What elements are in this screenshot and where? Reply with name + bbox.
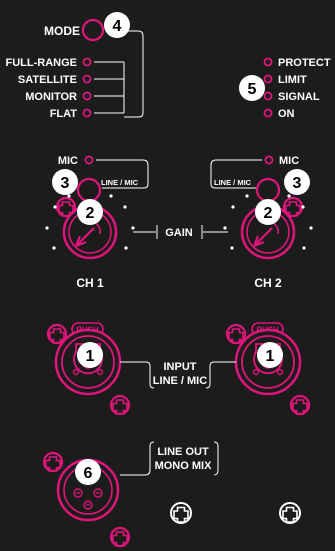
ch1-gain-scale-dots: [45, 194, 135, 250]
mode-option-full-range: FULL-RANGE: [6, 57, 78, 69]
mode-led-full-range: [82, 57, 92, 67]
ch1-switch-bracket: [96, 159, 149, 189]
input-label-line2: LINE / MIC: [153, 375, 207, 387]
callout-ch1-input: [77, 342, 103, 368]
callout-ch1-gain-number: 2: [86, 205, 95, 222]
ch2-switch-bracket: [210, 159, 262, 189]
gain-bracket-lines: [133, 225, 228, 239]
ch2-mic-label: MIC: [279, 155, 299, 167]
ch2-label: CH 2: [254, 276, 282, 290]
gain-label: GAIN: [165, 227, 193, 239]
callout-line-out: [75, 459, 101, 485]
mode-led-monitor: [82, 91, 92, 101]
status-leds: PROTECT LIMIT SIGNAL ON: [263, 57, 331, 120]
line-out-screw-top-icon: [42, 451, 64, 473]
status-on: ON: [278, 108, 295, 120]
ch2-gain-scale-dots: [223, 194, 313, 250]
led-protect: [263, 57, 273, 67]
callout-ch2-gain: [255, 199, 281, 225]
led-signal: [263, 91, 273, 101]
callout-ch2-switch-number: 3: [293, 175, 302, 192]
line-out-label-line1: LINE OUT: [157, 446, 209, 458]
callout-mode: [104, 12, 130, 38]
callout-mode-number: 4: [113, 18, 122, 35]
line-out-jack[interactable]: [56, 458, 120, 522]
line-out-label-line2: MONO MIX: [155, 460, 212, 472]
input-bracket-lines: [120, 361, 236, 389]
panel-screw-center-icon: [170, 502, 192, 524]
mode-options: FULL-RANGE SATELLITE MONITOR FLAT: [6, 57, 92, 120]
ch1-label: CH 1: [76, 276, 104, 290]
callout-ch2-switch: [284, 169, 310, 195]
ch2-input-screw-bottom-icon: [289, 394, 311, 416]
ch2-switch-label: LINE / MIC: [214, 178, 252, 187]
status-limit: LIMIT: [278, 74, 307, 86]
callout-ch1-gain: [77, 199, 103, 225]
mode-bracket-lines: [94, 30, 144, 118]
status-signal: SIGNAL: [278, 91, 320, 103]
callout-line-out-number: 6: [84, 465, 93, 482]
mode-led-satellite: [82, 74, 92, 84]
ch2-mic-led: [264, 155, 274, 165]
callout-ch1-switch-number: 3: [61, 175, 70, 192]
led-on: [263, 108, 273, 118]
mode-label: MODE: [44, 24, 80, 38]
callout-ch2-gain-number: 2: [264, 205, 273, 222]
mode-led-flat: [82, 108, 92, 118]
led-limit: [263, 74, 273, 84]
callout-status-number: 5: [248, 81, 257, 98]
ch2-input-screw-top-icon: [225, 323, 247, 345]
ch1-switch-label: LINE / MIC: [101, 178, 139, 187]
callout-ch1-input-number: 1: [86, 348, 95, 365]
callout-status: [239, 75, 265, 101]
input-label-line1: INPUT: [164, 361, 197, 373]
panel-screw-right-icon: [279, 502, 301, 524]
callout-ch1-switch: [52, 169, 78, 195]
ch1-mic-label: MIC: [58, 155, 78, 167]
callout-ch2-input: [257, 342, 283, 368]
mode-button[interactable]: [81, 18, 105, 42]
line-out-screw-bottom-icon: [109, 526, 131, 548]
status-protect: PROTECT: [278, 57, 331, 69]
line-out-bracket-lines: [120, 441, 219, 476]
callout-ch2-input-number: 1: [266, 348, 275, 365]
mode-option-monitor: MONITOR: [25, 91, 77, 103]
mode-option-satellite: SATELLITE: [18, 74, 77, 86]
mode-option-flat: FLAT: [50, 108, 78, 120]
ch1-mic-led: [84, 155, 94, 165]
ch1-input-screw-bottom-icon: [109, 394, 131, 416]
